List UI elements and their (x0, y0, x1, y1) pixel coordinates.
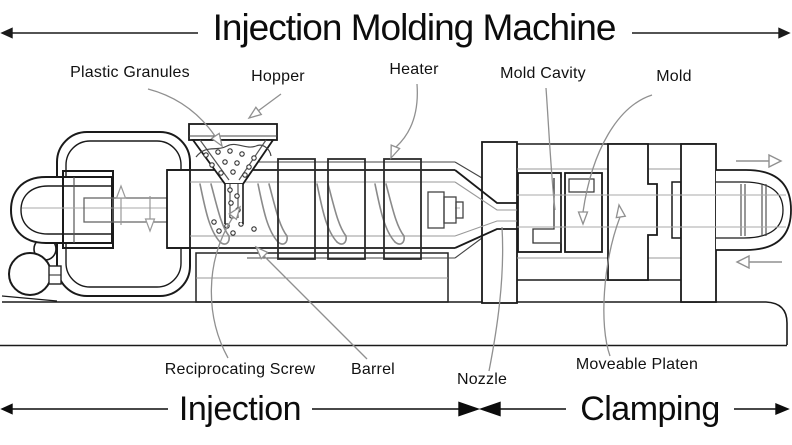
title-rule (0, 27, 791, 39)
leader-heater (390, 83, 418, 160)
leader-mold-cavity (545, 87, 556, 211)
leader-plastic-granules (147, 88, 224, 148)
mold-half-moving (564, 172, 603, 253)
granule-pile-line (195, 143, 272, 158)
support-block (195, 252, 449, 303)
granules-in-barrel (211, 219, 257, 236)
converge-arrow-right-icon (458, 401, 481, 417)
leader-lines (147, 83, 653, 372)
heater-bands (277, 158, 422, 260)
clamp-end-column (680, 143, 717, 303)
label-heater: Heater (389, 61, 439, 78)
label-reciprocating-screw: Reciprocating Screw (164, 361, 316, 378)
section-label-injection: Injection (178, 390, 302, 428)
page-title: Injection Molding Machine (212, 7, 617, 48)
leader-mold (577, 94, 653, 226)
motor-circle (8, 252, 52, 296)
heater-band-1 (277, 158, 316, 260)
mold-cavity-channel (532, 178, 562, 244)
machine-base (0, 295, 788, 347)
leader-moveable-platen (603, 203, 627, 357)
arrow-right-icon (768, 153, 783, 169)
label-mold: Mold (656, 68, 692, 85)
leader-reciprocating-screw (210, 205, 242, 359)
clamp-cylinder (716, 169, 792, 251)
label-plastic-granules: Plastic Granules (70, 64, 190, 81)
heater-band-3 (383, 158, 422, 260)
arrow-left-icon (735, 254, 750, 270)
section-label-clamping: Clamping (580, 390, 720, 428)
tie-bars (517, 194, 786, 228)
label-moveable-platen: Moveable Platen (575, 356, 699, 373)
label-barrel: Barrel (351, 361, 395, 378)
title-arrow-left-icon (0, 27, 13, 39)
title-arrow-right-icon (778, 27, 791, 39)
label-mold-cavity: Mold Cavity (500, 65, 586, 82)
section-rule (0, 401, 790, 417)
hydraulic-motor (8, 170, 114, 296)
section-arrow-left-icon (0, 403, 13, 415)
shaft-motion-arrows (115, 184, 156, 233)
converge-arrow-left-icon (478, 401, 501, 417)
clamp-motion-arrows (735, 153, 783, 270)
leader-barrel (254, 245, 368, 360)
nozzle-assembly (427, 169, 553, 249)
label-nozzle: Nozzle (456, 371, 508, 388)
moveable-platen-assembly (607, 143, 792, 303)
barrel-body (166, 161, 483, 259)
fixed-platen (481, 141, 518, 304)
leader-hopper (247, 93, 282, 120)
mold (517, 172, 603, 253)
heater-band-2 (327, 158, 366, 260)
leader-nozzle (488, 226, 504, 372)
section-arrow-right-icon (775, 402, 790, 416)
moveable-platen-slab (607, 143, 658, 281)
label-hopper: Hopper (251, 68, 305, 85)
